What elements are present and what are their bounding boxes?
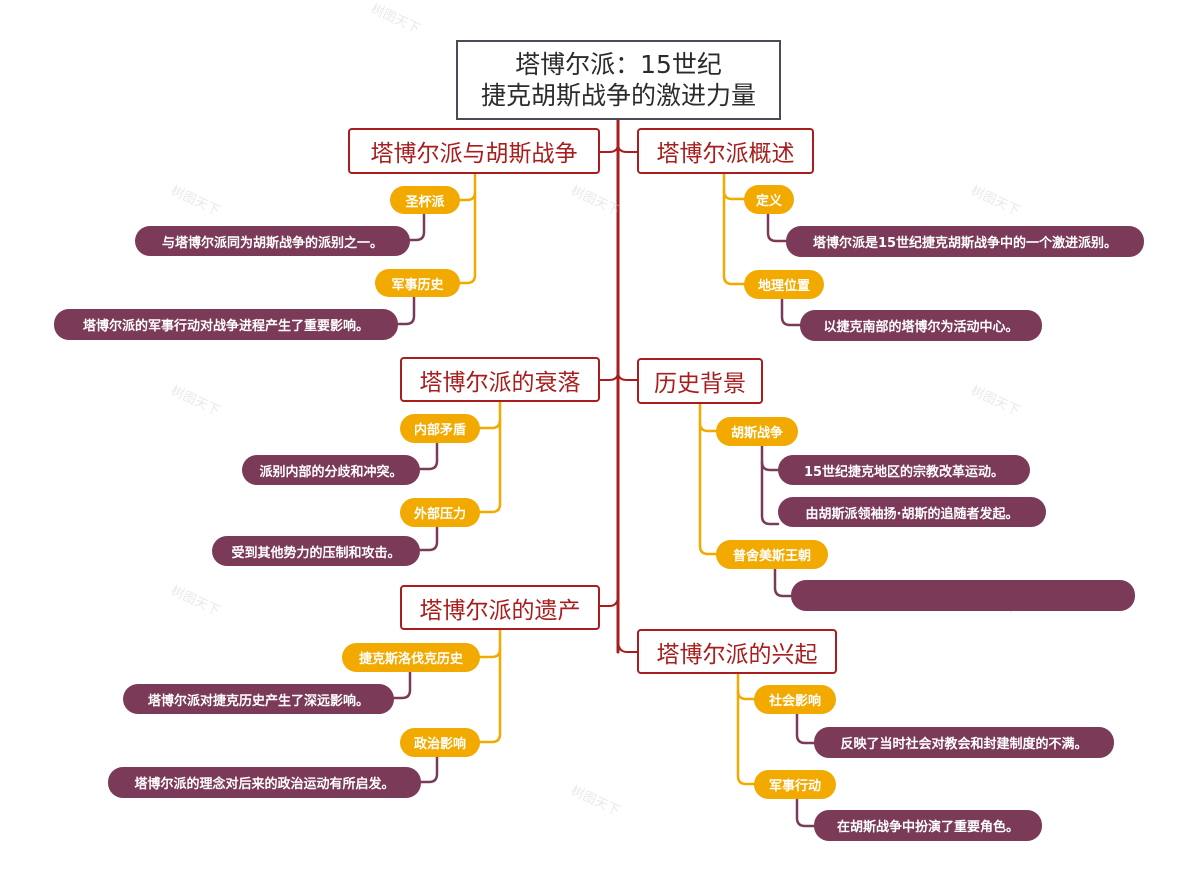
- detail-hussite-wars-1[interactable]: 15世纪捷克地区的宗教改革运动。: [778, 455, 1030, 485]
- detail-premyslid-dynasty[interactable]: [791, 580, 1135, 611]
- detail-location[interactable]: 以捷克南部的塔博尔为活动中心。: [800, 310, 1042, 341]
- detail-czechoslovak-history[interactable]: 塔博尔派对捷克历史产生了深远影响。: [123, 684, 394, 714]
- subtopic-premyslid-dynasty[interactable]: 普舍美斯王朝: [716, 540, 828, 569]
- subtopic-external-pressure[interactable]: 外部压力: [400, 498, 480, 527]
- topic-decline[interactable]: 塔博尔派的衰落: [400, 357, 600, 402]
- subtopic-political-influence[interactable]: 政治影响: [400, 728, 480, 757]
- topic-background[interactable]: 历史背景: [637, 358, 763, 404]
- detail-definition[interactable]: 塔博尔派是15世纪捷克胡斯战争中的一个激进派别。: [786, 226, 1144, 257]
- detail-external-pressure[interactable]: 受到其他势力的压制和攻击。: [212, 536, 420, 566]
- detail-military-history[interactable]: 塔博尔派的军事行动对战争进程产生了重要影响。: [54, 309, 398, 340]
- subtopic-hussite-wars[interactable]: 胡斯战争: [716, 417, 798, 446]
- subtopic-social-impact[interactable]: 社会影响: [754, 685, 836, 714]
- subtopic-military-history[interactable]: 军事历史: [375, 269, 460, 297]
- detail-military-action[interactable]: 在胡斯战争中扮演了重要角色。: [814, 810, 1042, 841]
- detail-social-impact[interactable]: 反映了当时社会对教会和封建制度的不满。: [814, 727, 1114, 758]
- subtopic-internal-conflict[interactable]: 内部矛盾: [400, 414, 480, 443]
- subtopic-definition[interactable]: 定义: [744, 185, 794, 214]
- subtopic-military-action[interactable]: 军事行动: [754, 770, 836, 799]
- topic-rise[interactable]: 塔博尔派的兴起: [637, 629, 837, 674]
- topic-hussite-war-relation[interactable]: 塔博尔派与胡斯战争: [348, 128, 600, 174]
- root-title-line2: 捷克胡斯战争的激进力量: [480, 81, 756, 110]
- detail-chalice-faction[interactable]: 与塔博尔派同为胡斯战争的派别之一。: [135, 226, 410, 256]
- detail-political-influence[interactable]: 塔博尔派的理念对后来的政治运动有所启发。: [108, 767, 421, 798]
- root-title-line1: 塔博尔派：15世纪: [515, 50, 722, 79]
- detail-hussite-wars-2[interactable]: 由胡斯派领袖扬·胡斯的追随者发起。: [778, 497, 1046, 527]
- subtopic-location[interactable]: 地理位置: [744, 270, 824, 299]
- detail-internal-conflict[interactable]: 派别内部的分歧和冲突。: [242, 455, 420, 485]
- root-topic[interactable]: 塔博尔派：15世纪 捷克胡斯战争的激进力量: [456, 40, 781, 120]
- topic-overview[interactable]: 塔博尔派概述: [637, 128, 814, 174]
- subtopic-chalice-faction[interactable]: 圣杯派: [390, 186, 460, 214]
- topic-legacy[interactable]: 塔博尔派的遗产: [400, 585, 600, 630]
- subtopic-czechoslovak-history[interactable]: 捷克斯洛伐克历史: [342, 643, 480, 672]
